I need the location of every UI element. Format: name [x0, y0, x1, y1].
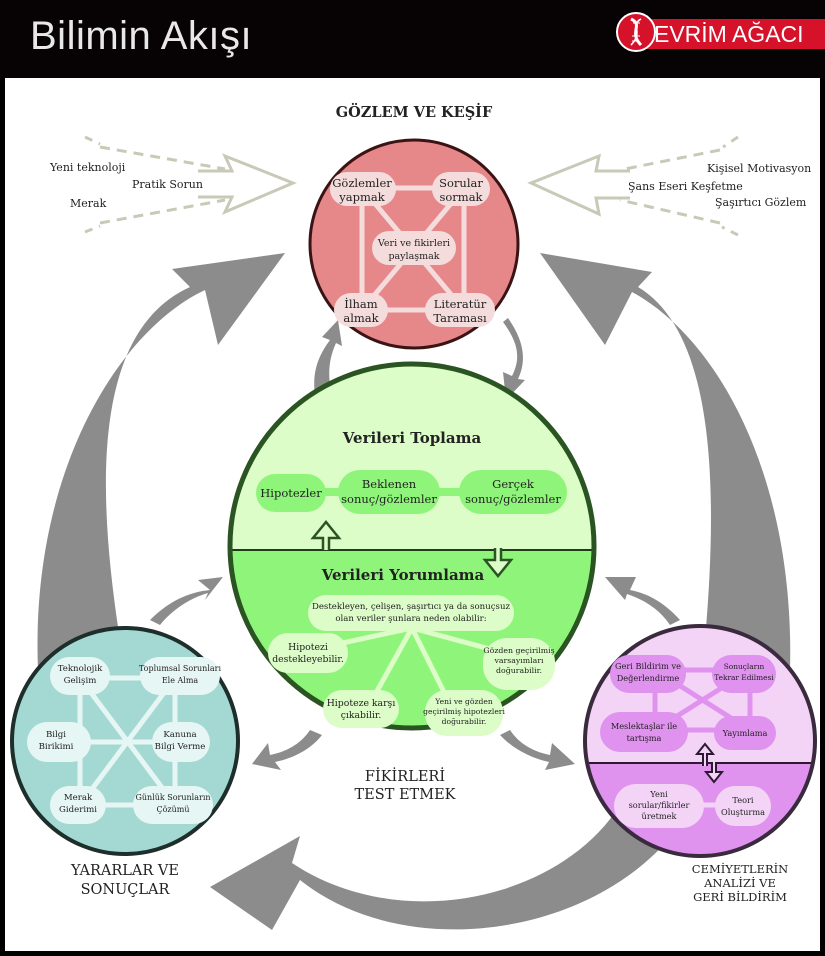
node-theory — [715, 786, 771, 826]
node-inspire — [334, 293, 388, 327]
node-feedback — [610, 655, 686, 693]
gather-heading: Verileri Toplama — [342, 429, 482, 447]
svg-text:Yayımlama: Yayımlama — [722, 728, 768, 738]
node-oppose-hypothesis — [323, 690, 399, 728]
input-serendipity: Şans Eseri Keşfetme — [628, 180, 743, 193]
input-curiosity: Merak — [70, 197, 107, 210]
down-arrow-icon — [482, 548, 514, 578]
svg-text:Hipotezler: Hipotezler — [260, 486, 322, 500]
down-arrow-icon — [703, 762, 725, 784]
logo-badge — [645, 19, 825, 49]
input-personal-motivation: Kişisel Motivasyon — [707, 162, 811, 175]
node-curiosity — [50, 786, 106, 824]
node-tech-development — [50, 657, 110, 695]
up-arrow-icon — [310, 520, 342, 550]
node-share — [372, 231, 456, 265]
input-arrow-right — [527, 135, 739, 237]
observation-title: GÖZLEM VE KEŞİF — [336, 102, 493, 121]
input-new-technology: Yeni teknoloji — [49, 161, 126, 174]
header-bar: Bilimin Akışı EVRİM AĞACI — [0, 0, 825, 78]
node-daily-problems — [133, 786, 213, 824]
node-inform-law — [152, 722, 210, 762]
node-revised-assumptions — [483, 638, 555, 690]
cycle-arrow-left — [37, 253, 286, 670]
page-title: Bilimin Akışı — [30, 14, 253, 58]
node-ask — [432, 172, 490, 206]
cycle-arrow-bottom — [210, 805, 668, 930]
node-new-questions — [614, 784, 704, 828]
input-arrow-left — [84, 135, 297, 234]
arrow-test-to-community — [500, 730, 575, 770]
node-actual-results — [459, 470, 567, 514]
input-practical-problem: Pratik Sorun — [132, 178, 203, 191]
arrow-observation-to-test — [503, 318, 525, 400]
node-knowledge — [27, 722, 91, 762]
node-replicate — [712, 655, 776, 693]
cycle-arrow-right — [540, 253, 791, 670]
dna-icon — [616, 12, 656, 52]
node-literature — [425, 293, 495, 327]
node-interpret-root — [308, 595, 514, 631]
arrow-benefits-to-test — [150, 577, 223, 625]
node-social-problems — [140, 657, 220, 695]
node-support-hypothesis — [268, 633, 348, 673]
node-expected-results — [338, 470, 440, 514]
node-hypotheses — [256, 474, 326, 512]
arrow-community-to-test — [605, 577, 680, 625]
svg-text:Destekleyen, çelişen, şaşırtıc: Destekleyen, çelişen, şaşırtıcı ya da so… — [312, 602, 511, 624]
node-observe — [330, 172, 396, 206]
node-discuss — [600, 712, 688, 752]
arrow-test-to-benefits — [252, 730, 322, 770]
interpret-heading: Verileri Yorumlama — [321, 566, 485, 584]
input-surprising-observation: Şaşırtıcı Gözlem — [715, 196, 807, 209]
node-publish — [714, 716, 776, 750]
node-new-hypotheses — [425, 690, 503, 736]
up-arrow-icon — [694, 742, 716, 766]
logo-text: EVRİM AĞACI — [654, 21, 804, 47]
